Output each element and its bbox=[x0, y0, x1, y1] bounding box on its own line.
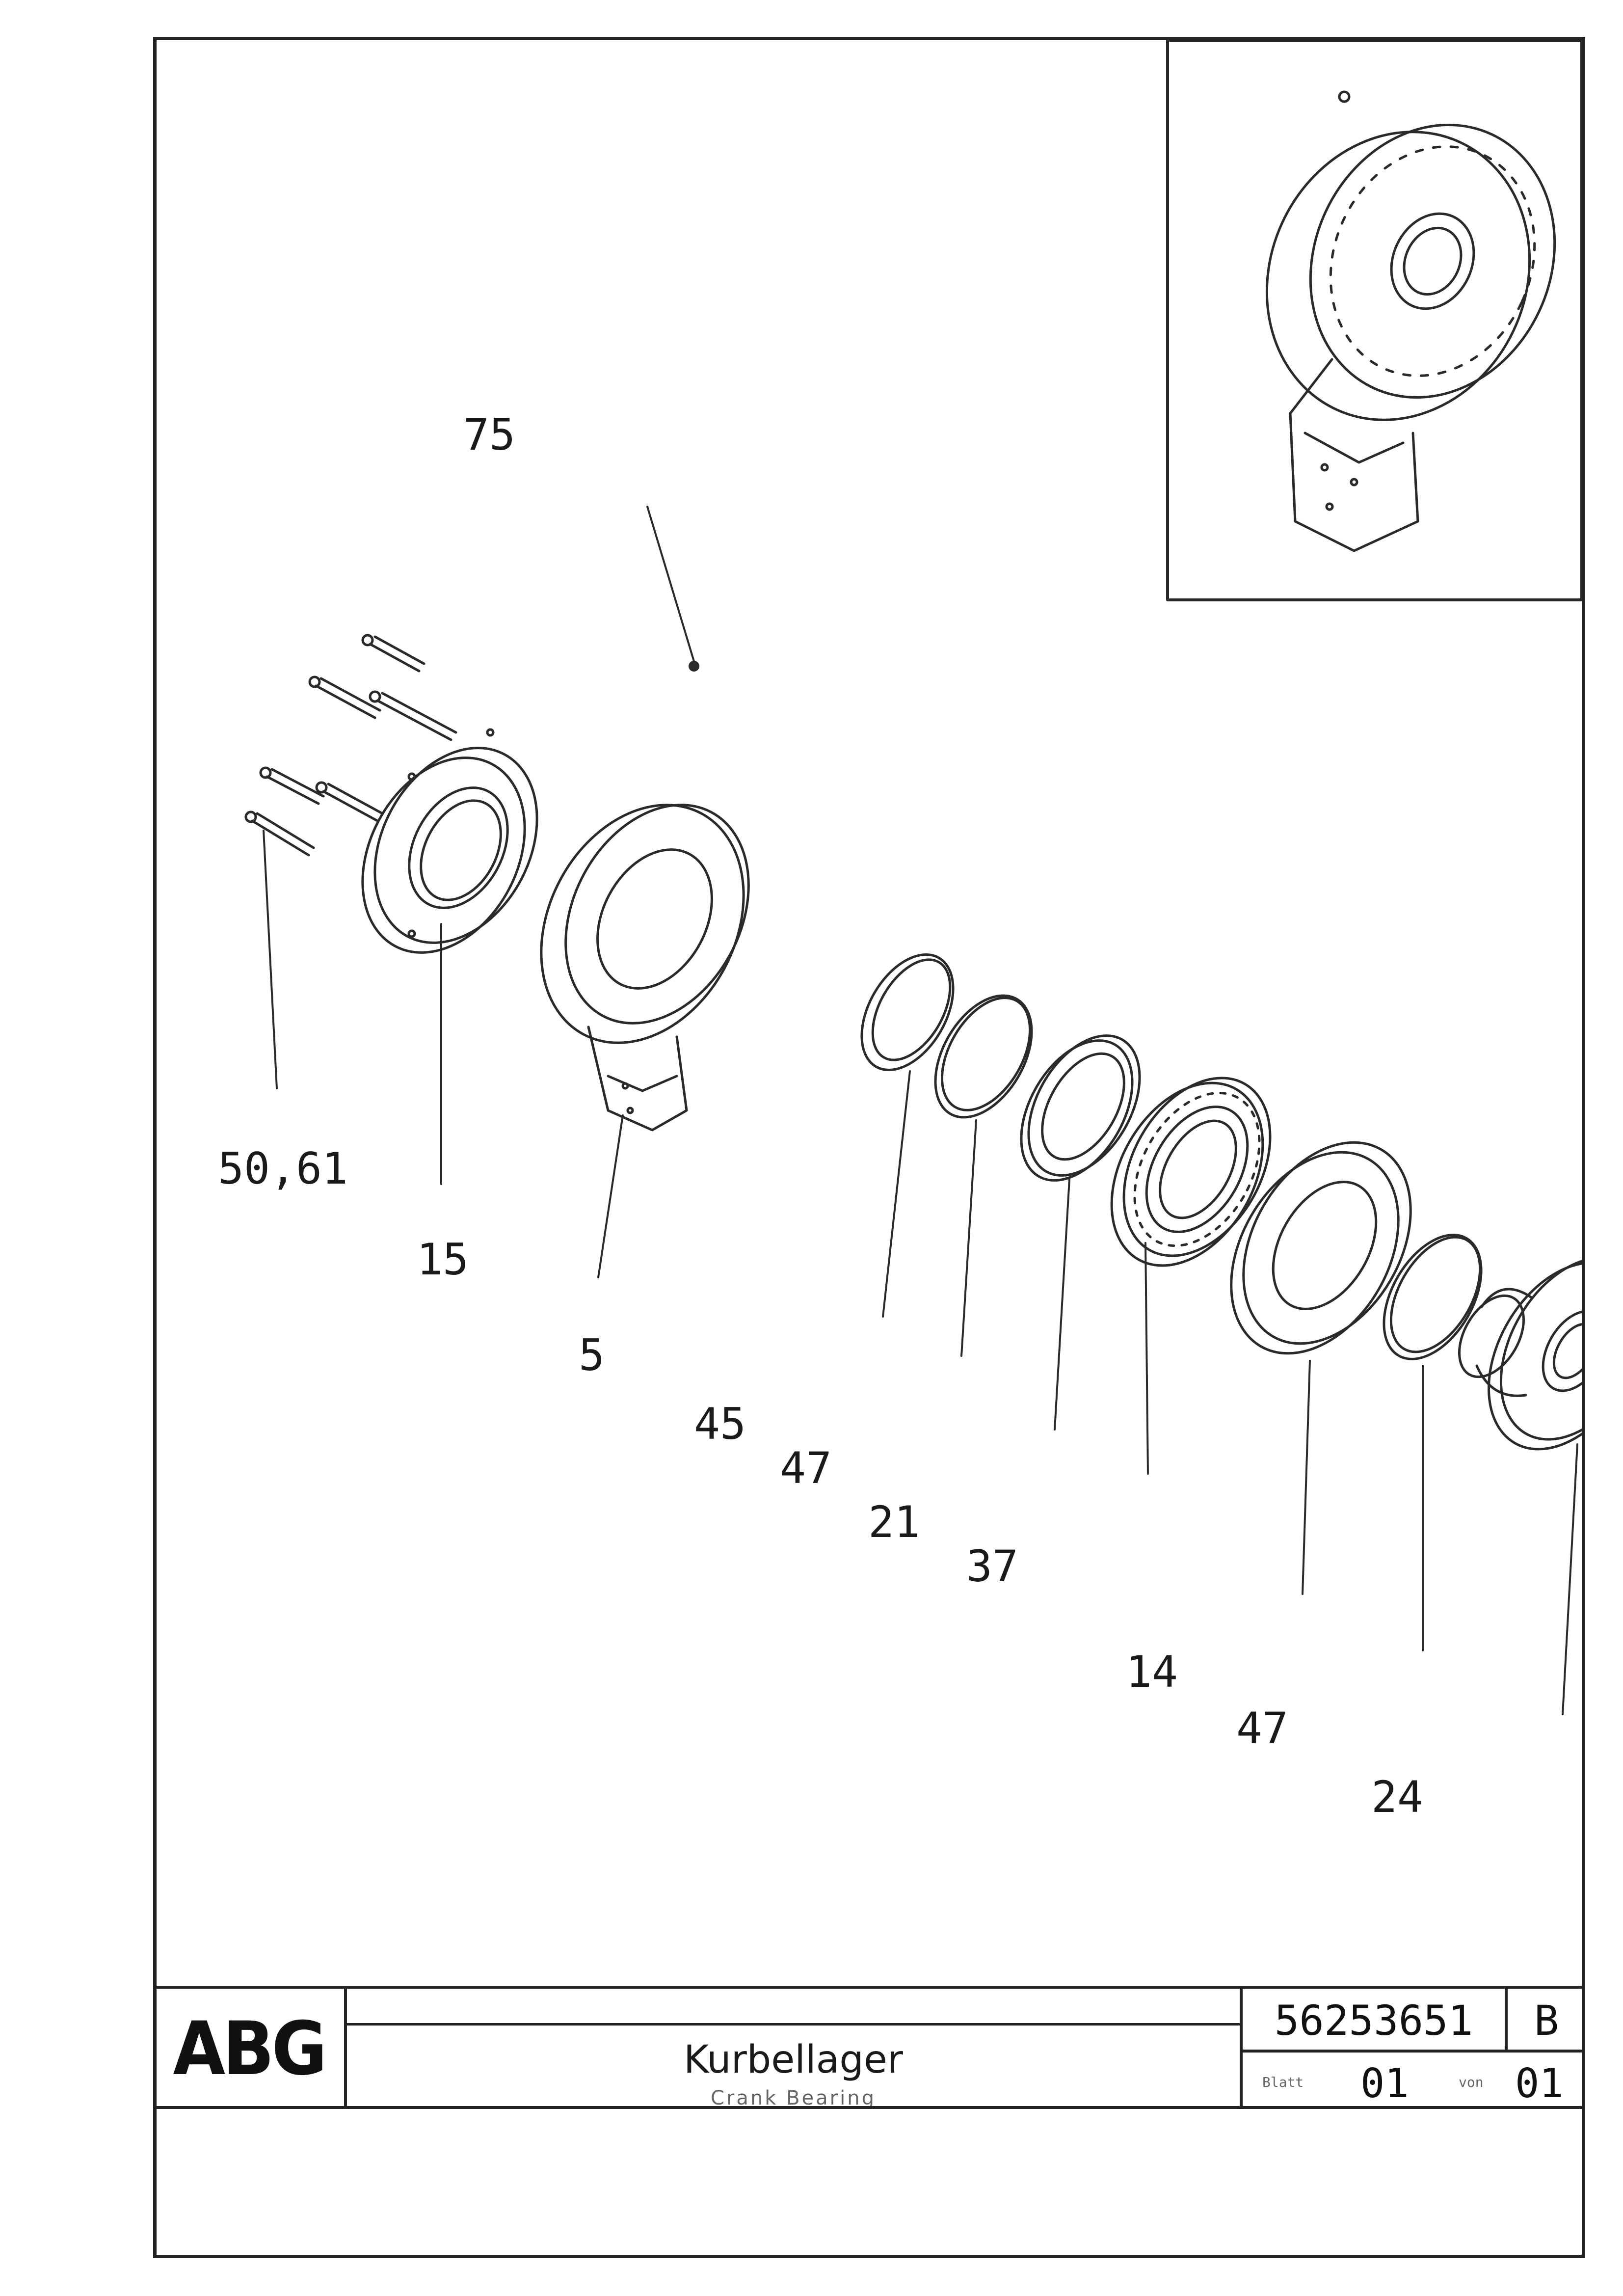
part-45-ring bbox=[860, 953, 955, 1072]
part-14-disc bbox=[1230, 1141, 1412, 1355]
inset-box bbox=[1166, 40, 1582, 601]
part-47-circlip-2 bbox=[1383, 1234, 1483, 1360]
part-24-shaft-flange bbox=[1458, 1256, 1582, 1451]
sheet-number: 01 bbox=[1360, 2060, 1409, 2107]
company-logo: ABG bbox=[153, 1989, 347, 2109]
callout-37: 37 bbox=[966, 1541, 1018, 1592]
callout-47: 47 bbox=[780, 1443, 832, 1493]
revision-letter: B bbox=[1508, 1989, 1585, 2053]
callout-50-61: 50,61 bbox=[218, 1143, 348, 1194]
callout-5: 5 bbox=[579, 1330, 605, 1380]
callout-15: 15 bbox=[417, 1234, 469, 1285]
title-sub-header bbox=[347, 1989, 1240, 2026]
of-label: von bbox=[1459, 2074, 1484, 2090]
assembled-bearing-view bbox=[1265, 90, 1556, 552]
part-21-spacer bbox=[1020, 1034, 1141, 1182]
callout-47-second: 47 bbox=[1236, 1703, 1288, 1754]
part-5-crank-housing bbox=[540, 804, 750, 1132]
part-37-bearing bbox=[1110, 1077, 1272, 1267]
drawing-title: Kurbellager bbox=[684, 2038, 903, 2082]
sheet-total: 01 bbox=[1515, 2060, 1564, 2107]
callout-45: 45 bbox=[694, 1399, 746, 1449]
callout-14: 14 bbox=[1126, 1647, 1178, 1697]
drawing-title-english: Crank Bearing bbox=[711, 2087, 876, 2109]
part-47-circlip bbox=[934, 994, 1033, 1119]
sheet-info: Blatt 01 von 01 bbox=[1243, 2053, 1585, 2109]
document-number: 56253651 bbox=[1243, 1989, 1508, 2053]
exploded-view-drawing bbox=[244, 40, 1582, 1715]
leader-lines bbox=[263, 506, 1578, 1715]
title-cell: Kurbellager Crank Bearing bbox=[347, 1989, 1243, 2109]
copyright-disclaimer bbox=[153, 2106, 1585, 2258]
drawing-frame: 75 50,61 15 5 45 47 21 37 14 47 24 bbox=[153, 37, 1585, 2258]
part-15-cover bbox=[361, 728, 538, 954]
callout-21: 21 bbox=[868, 1497, 920, 1547]
logo-text: ABG bbox=[173, 2006, 327, 2092]
bolts-50-61 bbox=[244, 634, 457, 857]
callout-75: 75 bbox=[463, 409, 515, 460]
sheet-label: Blatt bbox=[1262, 2074, 1304, 2090]
side-reference-code bbox=[5, 1767, 34, 2209]
callout-24: 24 bbox=[1371, 1772, 1423, 1822]
title-block: ABG Kurbellager Crank Bearing 56253651 B… bbox=[153, 1986, 1585, 2109]
